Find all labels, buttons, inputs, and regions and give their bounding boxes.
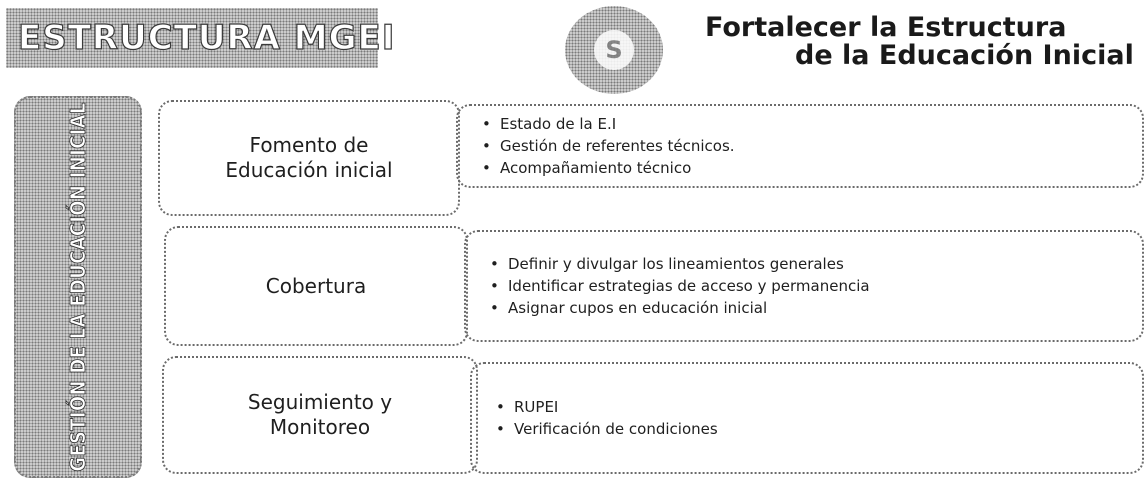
- banner-title: ESTRUCTURA MGEI: [17, 17, 396, 58]
- bullet-list: Estado de la E.I Gestión de referentes t…: [482, 113, 735, 179]
- list-item: Asignar cupos en educación inicial: [490, 297, 870, 319]
- list-item: Identificar estrategias de acceso y perm…: [490, 275, 870, 297]
- list-item: Estado de la E.I: [482, 113, 735, 135]
- list-item: Acompañamiento técnico: [482, 157, 735, 179]
- bullet-list: Definir y divulgar los lineamientos gene…: [490, 253, 870, 319]
- header-title-line2: de la Educación Inicial: [795, 40, 1134, 71]
- list-item: Gestión de referentes técnicos.: [482, 135, 735, 157]
- row-items-box-cobertura: Definir y divulgar los lineamientos gene…: [464, 230, 1144, 342]
- row-label-box-cobertura: Cobertura: [164, 226, 468, 346]
- row-label-line1: Fomento de: [249, 133, 369, 157]
- sidebar-category-label: GESTIÓN DE LA EDUCACIÓN INICIAL: [66, 102, 91, 472]
- header-title-line1: Fortalecer la Estructura: [705, 12, 1067, 43]
- step-badge: S: [565, 6, 663, 94]
- title-banner: ESTRUCTURA MGEI: [6, 8, 395, 68]
- list-item: Verificación de condiciones: [496, 418, 718, 440]
- header-title: Fortalecer la Estructura de la Educación…: [705, 14, 1145, 70]
- bullet-list: RUPEI Verificación de condiciones: [496, 396, 718, 440]
- list-item: Definir y divulgar los lineamientos gene…: [490, 253, 870, 275]
- sidebar-category: GESTIÓN DE LA EDUCACIÓN INICIAL: [14, 96, 142, 478]
- row-label-line2: Monitoreo: [269, 415, 371, 439]
- row-label-box-seguimiento: Seguimiento y Monitoreo: [162, 356, 478, 474]
- list-item: RUPEI: [496, 396, 718, 418]
- row-items-box-seguimiento: RUPEI Verificación de condiciones: [470, 362, 1144, 474]
- row-label-line1: Seguimiento y: [247, 390, 393, 414]
- row-label-line1: Cobertura: [265, 273, 367, 298]
- row-label-box-fomento: Fomento de Educación inicial: [158, 100, 460, 216]
- step-badge-letter: S: [594, 30, 634, 70]
- row-items-box-fomento: Estado de la E.I Gestión de referentes t…: [456, 104, 1144, 188]
- row-label-line2: Educación inicial: [225, 158, 393, 182]
